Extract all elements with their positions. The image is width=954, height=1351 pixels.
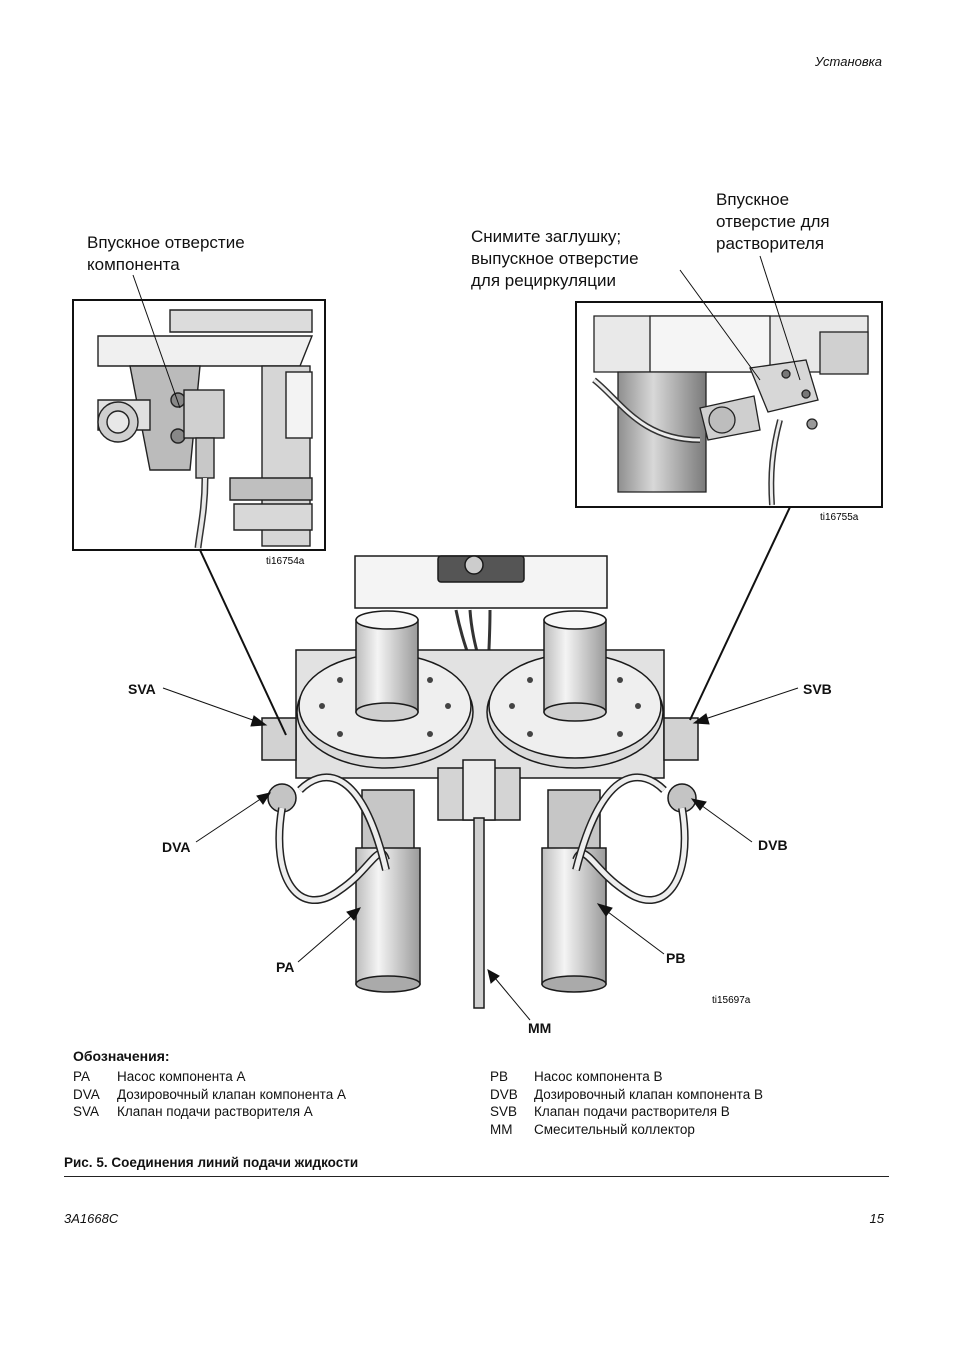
callout-solvent-inlet: Впускное отверстие для растворителя [716,190,830,253]
section-header: Установка [815,54,882,69]
inset-right-solvent-inlet [575,255,883,508]
footer-page-number: 15 [869,1211,884,1226]
figure-code-inset-right: ti16755a [820,512,859,523]
label-pb: PB [666,950,685,966]
inset-left-component-inlet [72,274,326,551]
figure-code-inset-left: ti16754a [266,556,305,567]
label-dvb: DVB [758,837,788,853]
label-pa: PA [276,959,294,975]
leader-left-inset [199,549,287,736]
hose-lines [275,773,689,905]
main-machine-illustration [261,555,699,1009]
label-arrows [162,687,799,1021]
label-mm: MM [528,1020,551,1036]
legend-title: Обозначения: [73,1048,170,1064]
label-sva: SVA [128,681,156,697]
leader-right-inset [689,506,791,721]
figure-caption: Рис. 5. Соединения линий подачи жидкости [64,1155,359,1170]
footer-doc-number: 3A1668C [64,1211,119,1226]
caption-divider [64,1176,889,1177]
label-svb: SVB [803,681,832,697]
label-dva: DVA [162,839,191,855]
figure-code-main: ti15697a [712,995,751,1006]
callout-remove-plug: Снимите заглушку; выпускное отверстие дл… [471,227,639,290]
callout-component-inlet: Впускное отверстие компонента [87,233,245,274]
